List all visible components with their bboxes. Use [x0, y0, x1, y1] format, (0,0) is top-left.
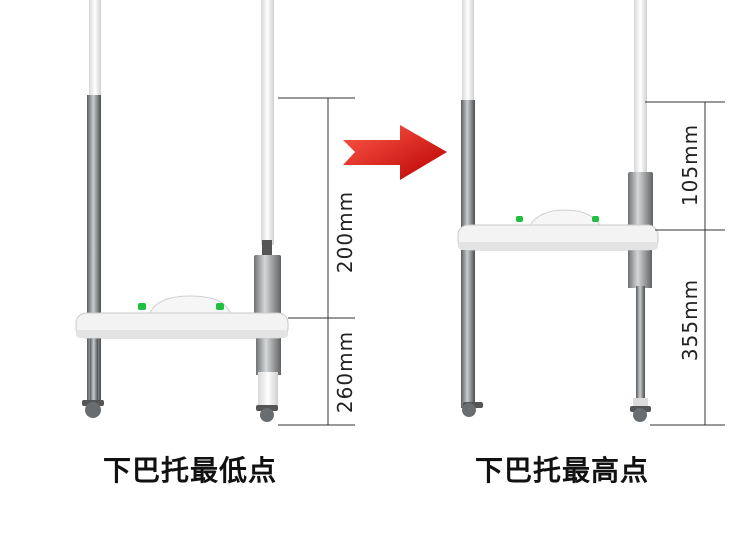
- right-dimension-lines: [645, 101, 725, 426]
- left-dimension-lines: [278, 97, 355, 426]
- right-caption: 下巴托最高点: [474, 454, 649, 487]
- left-lower-dimension-label: 260mm: [333, 330, 357, 414]
- left-device: [75, 0, 289, 422]
- right-upper-dimension-label: 105mm: [678, 123, 702, 207]
- left-caption: 下巴托最低点: [102, 454, 277, 487]
- right-device: [457, 0, 659, 422]
- right-lower-dimension-label: 355mm: [678, 278, 702, 362]
- right-arrow-icon: [343, 125, 447, 180]
- left-upper-dimension-label: 200mm: [333, 190, 357, 274]
